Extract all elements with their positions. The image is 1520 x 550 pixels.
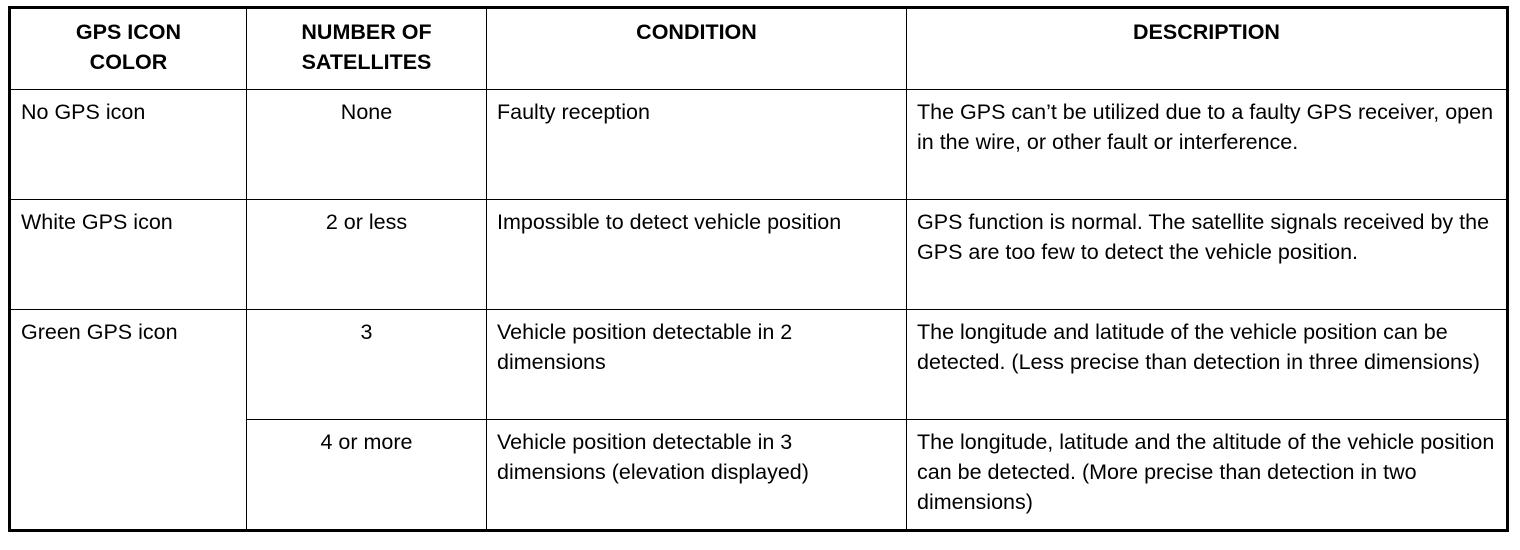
cell-icon-color: No GPS icon	[9, 89, 247, 200]
cell-description: The GPS can’t be utilized due to a fault…	[906, 89, 1508, 200]
table-row: White GPS icon 2 or less Impossible to d…	[9, 199, 1508, 310]
cell-satellites: None	[246, 89, 487, 200]
gps-status-table: GPS ICON COLOR NUMBER OF SATELLITES COND…	[8, 6, 1509, 532]
header-gps-icon-color-line2: COLOR	[89, 50, 168, 74]
header-gps-icon-color-line1: GPS ICON	[75, 20, 182, 44]
table-row: 4 or more Vehicle position detectable in…	[10, 419, 1508, 531]
cell-condition: Impossible to detect vehicle position	[486, 199, 907, 310]
table-row: No GPS icon None Faulty reception The GP…	[9, 89, 1508, 200]
header-row: GPS ICON COLOR NUMBER OF SATELLITES COND…	[9, 7, 1508, 90]
cell-description: The longitude, latitude and the altitude…	[906, 419, 1508, 531]
header-condition-label: CONDITION	[636, 20, 757, 44]
cell-condition: Vehicle position detectable in 2 dimensi…	[486, 309, 907, 420]
header-number-of-satellites: NUMBER OF SATELLITES	[246, 7, 487, 90]
cell-icon-color: White GPS icon	[9, 199, 247, 310]
cell-description: GPS function is normal. The satellite si…	[906, 199, 1508, 310]
header-description-label: DESCRIPTION	[1133, 20, 1280, 44]
header-number-of-satellites-line2: SATELLITES	[301, 50, 432, 74]
header-description: DESCRIPTION	[906, 7, 1508, 90]
cell-satellites: 3	[246, 309, 487, 420]
cell-condition: Faulty reception	[486, 89, 907, 200]
header-number-of-satellites-line1: NUMBER OF	[301, 20, 432, 44]
cell-description: The longitude and latitude of the vehicl…	[906, 309, 1508, 420]
gps-status-table-wrapper: GPS ICON COLOR NUMBER OF SATELLITES COND…	[8, 6, 1509, 532]
cell-satellites: 2 or less	[246, 199, 487, 310]
header-gps-icon-color: GPS ICON COLOR	[9, 7, 247, 90]
cell-icon-color: Green GPS icon	[9, 309, 247, 531]
table-row: Green GPS icon 3 Vehicle position detect…	[9, 309, 1508, 531]
header-condition: CONDITION	[486, 7, 907, 90]
cell-satellites: 4 or more	[246, 419, 487, 531]
cell-condition: Vehicle position detectable in 3 dimensi…	[486, 419, 907, 531]
